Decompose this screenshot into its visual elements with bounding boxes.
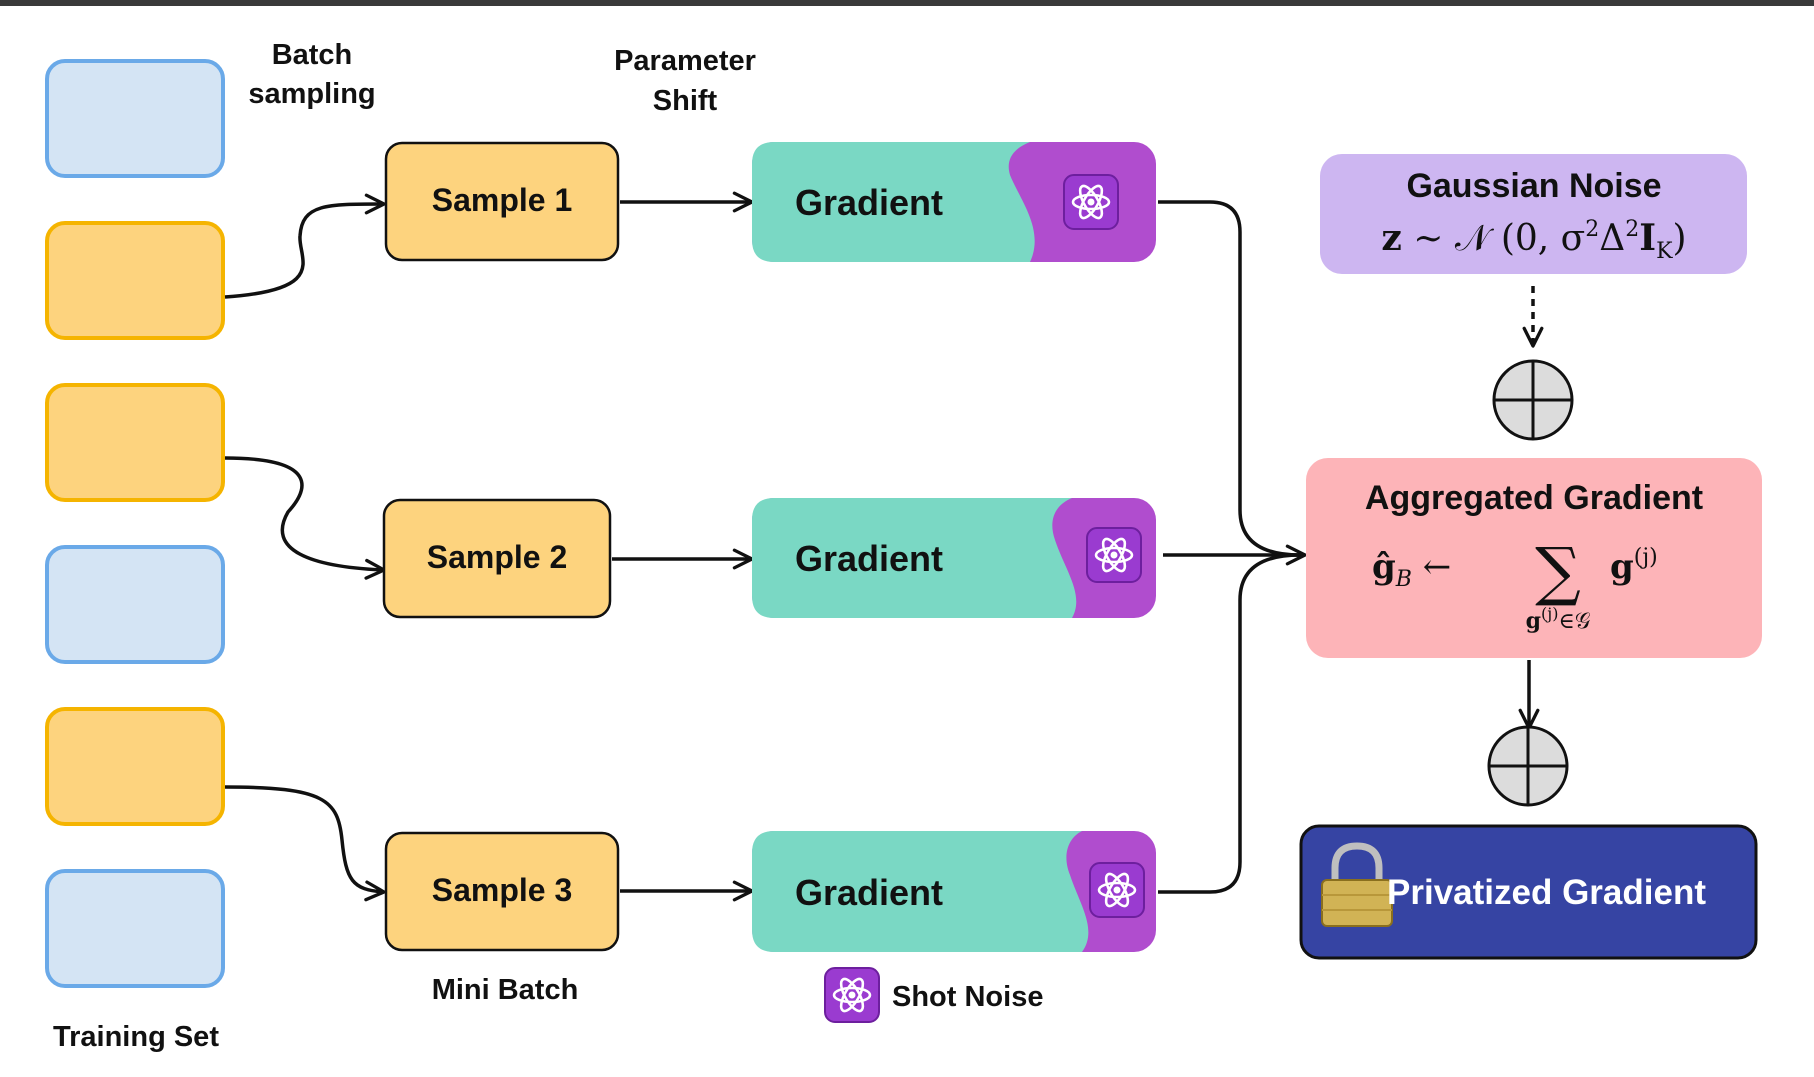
sample-box-2 [382,498,612,619]
training-set-label: Training Set [53,1021,219,1053]
parameter-shift-label-2: Shift [653,85,718,117]
atom-icon [1088,861,1146,919]
batch-sampling-label-1: Batch [272,39,353,71]
gaussian-noise-formula: z ∼ 𝒩 (0, σ2Δ2IK) [1381,217,1686,264]
lock-icon [1321,842,1393,927]
training-sample-box-6 [45,869,225,988]
shot-noise-label: Shot Noise [892,981,1043,1013]
sample-box-3 [384,831,620,952]
aggregated-formula-sub: g(j)∈𝒢 [1526,604,1591,634]
gradient-label-1: Gradient [795,182,943,223]
oplus-icon [1492,359,1574,441]
sample-label-2: Sample 2 [427,539,568,575]
privatized-gradient-box [1299,824,1758,960]
privatized-gradient-label: Privatized Gradient [1387,873,1706,912]
aggregated-gradient-box [1306,458,1762,658]
training-sample-box-5 [45,707,225,826]
aggregated-gradient-title: Aggregated Gradient [1365,479,1703,517]
top-border [0,0,1814,6]
gradient-box-1: Gradient [752,142,1156,262]
training-sample-box-4 [45,545,225,664]
atom-icon [1085,526,1143,584]
batch-sampling-label-2: sampling [248,78,375,110]
training-sample-box-3 [45,383,225,502]
atom-icon [1062,173,1120,231]
sampling-connector-3 [224,785,386,902]
sample-label-1: Sample 1 [432,182,573,218]
merge-connector-3 [1158,553,1301,894]
gradient-box-2: Gradient [752,498,1156,618]
aggregated-formula-term: g(j) [1610,545,1658,587]
merge-connector-1 [1158,200,1301,557]
parameter-shift-label-1: Parameter [614,45,756,77]
gradient-label-2: Gradient [795,538,943,579]
gaussian-noise-box [1320,154,1747,274]
mini-batch-label: Mini Batch [432,974,579,1006]
sample-label-3: Sample 3 [432,872,573,908]
atom-icon [823,966,881,1024]
sampling-connector-2 [224,456,386,580]
gaussian-noise-title: Gaussian Noise [1406,167,1661,205]
gradient-box-3: Gradient [752,831,1156,952]
sampling-connector-1 [224,193,386,299]
oplus-icon [1487,725,1569,807]
aggregated-formula-sum: ∑ [1535,535,1581,609]
aggregated-formula-lhs: ĝB ← [1372,547,1451,592]
training-sample-box-2 [45,221,225,340]
sample-box-1 [384,141,620,262]
training-sample-box-1 [45,59,225,178]
gradient-label-3: Gradient [795,872,943,913]
